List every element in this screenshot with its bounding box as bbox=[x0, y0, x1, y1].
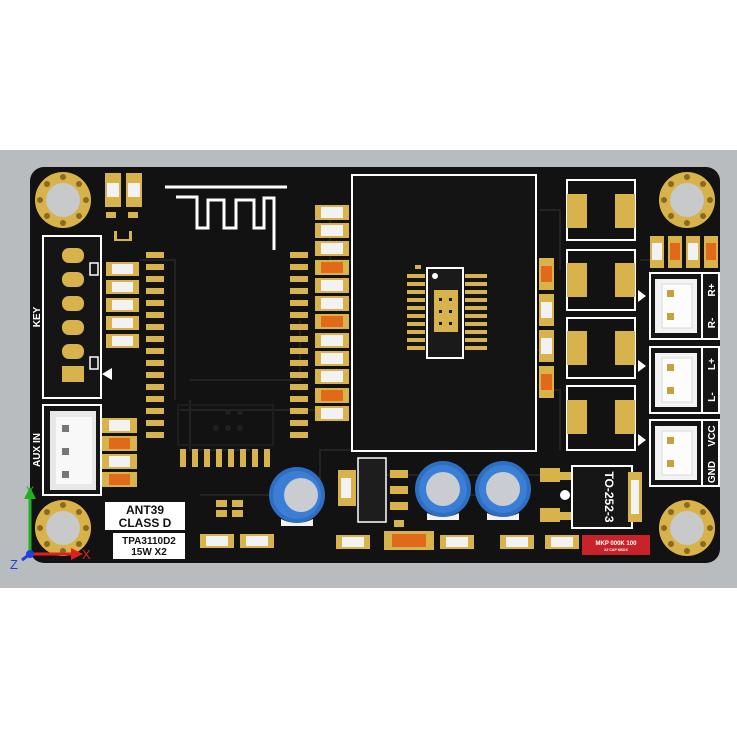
output-connector-right[interactable] bbox=[649, 272, 720, 340]
electrolytic-capacitor-3 bbox=[475, 461, 531, 520]
film-capacitor bbox=[582, 535, 650, 555]
module-outline bbox=[177, 404, 274, 446]
output-label-r-plus: R+ bbox=[707, 283, 718, 296]
power-connector[interactable] bbox=[649, 419, 720, 487]
output-inductors bbox=[566, 179, 636, 451]
film-capacitor-sublabel: X2 CAP KBOX bbox=[604, 548, 628, 552]
to252-label: TO-252-3 bbox=[602, 471, 616, 522]
axis-x-label: X bbox=[82, 547, 91, 562]
electrolytic-capacitor-2 bbox=[415, 461, 471, 520]
mounting-hole-top-right bbox=[659, 172, 715, 228]
axis-z-label: Z bbox=[10, 557, 18, 572]
smd-resistors-left bbox=[102, 262, 139, 487]
voltage-regulator bbox=[338, 457, 408, 527]
to252-component bbox=[540, 465, 642, 529]
chip-label-line2: 15W X2 bbox=[131, 547, 167, 558]
model-label-line2: CLASS D bbox=[119, 516, 172, 530]
output-label-r-minus: R- bbox=[707, 318, 718, 329]
smd-resistors-top-right bbox=[650, 236, 718, 268]
key-connector[interactable] bbox=[42, 235, 112, 399]
mounting-hole-top-left bbox=[35, 172, 91, 228]
pcb-board-drawing: KEY AUX IN bbox=[10, 167, 720, 572]
mounting-hole-bottom-left bbox=[35, 500, 91, 556]
output-label-l-minus: L- bbox=[707, 392, 718, 401]
smd-resistors-vertical bbox=[539, 258, 554, 398]
antenna-trace bbox=[165, 185, 287, 250]
output-label-l-plus: L+ bbox=[707, 358, 718, 370]
aux-in-label: AUX IN bbox=[32, 433, 43, 467]
smd-resistors-bottom bbox=[200, 500, 579, 550]
output-label-gnd: GND bbox=[707, 461, 718, 483]
amplifier-ic bbox=[407, 265, 487, 359]
module-pads bbox=[146, 252, 308, 467]
output-arrows bbox=[638, 290, 646, 446]
pcb-3d-viewport[interactable]: KEY AUX IN bbox=[0, 150, 737, 588]
smd-pair-top-left bbox=[105, 173, 142, 241]
chip-label-line1: TPA3110D2 bbox=[122, 536, 176, 547]
axis-gizmo bbox=[21, 487, 83, 562]
model-label-box bbox=[105, 502, 185, 530]
film-capacitor-label: MKP 000K 100 bbox=[596, 541, 638, 547]
electrolytic-capacitor-1 bbox=[269, 467, 325, 526]
output-connector-left[interactable] bbox=[649, 346, 720, 414]
key-label: KEY bbox=[32, 306, 43, 327]
module-vias bbox=[213, 409, 243, 431]
aux-in-connector[interactable] bbox=[42, 404, 102, 496]
output-label-vcc: VCC bbox=[707, 425, 718, 446]
mounting-hole-bottom-right bbox=[659, 500, 715, 556]
model-label-line1: ANT39 bbox=[126, 503, 164, 517]
axis-y-label: Y bbox=[26, 484, 34, 498]
chip-label-box bbox=[113, 533, 185, 559]
smd-resistors-center bbox=[315, 205, 349, 421]
